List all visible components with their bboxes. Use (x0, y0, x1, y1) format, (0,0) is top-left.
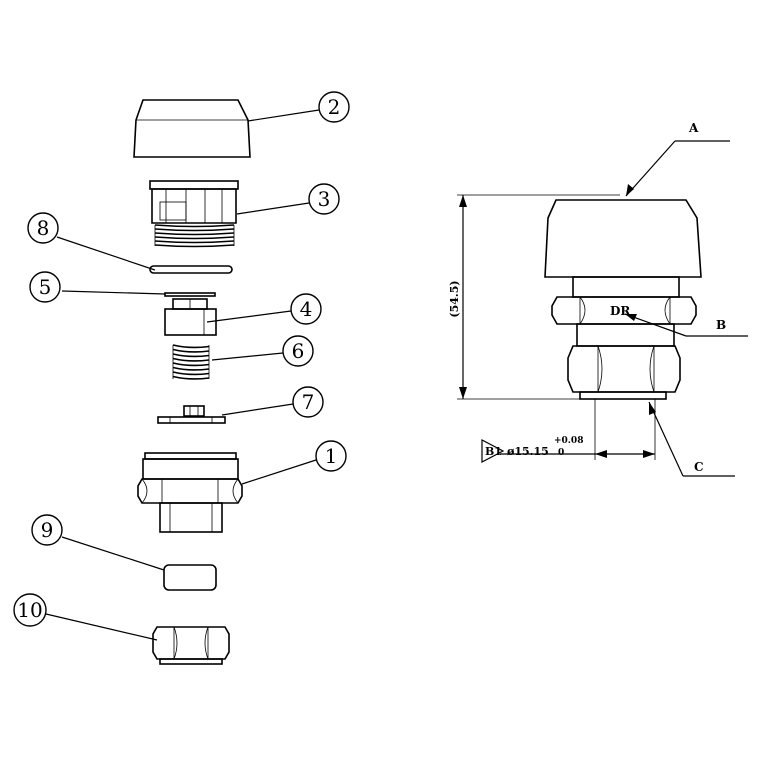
balloon-6-label: 6 (292, 339, 305, 363)
balloon-5-label: 5 (39, 275, 52, 299)
leader-a-label: A (688, 121, 699, 135)
balloon-2-label: 2 (328, 95, 341, 119)
part-6-spring (172, 344, 210, 380)
part-8-o-ring (149, 265, 233, 274)
balloon-2: 2 (318, 91, 350, 123)
balloon-7-label: 7 (302, 390, 315, 414)
balloon-9: 9 (31, 514, 63, 546)
tolerance-upper: +0.08 (554, 436, 583, 446)
tolerance-lower: 0 (558, 448, 564, 458)
balloon-4: 4 (290, 293, 322, 325)
diameter-label: ø15.15 (507, 445, 549, 458)
thread-ref-label: B1 (485, 445, 502, 458)
part-2-cap (133, 99, 251, 158)
leader-c-label: C (694, 460, 704, 474)
part-1-hex-housing (137, 452, 243, 533)
part-10-hex-nut (152, 626, 230, 665)
height-dimension: (54.5) (448, 194, 620, 400)
assembled-view (544, 199, 702, 400)
balloon-3-label: 3 (318, 187, 331, 211)
balloon-10: 10 (13, 593, 47, 627)
balloon-leaders (45, 109, 320, 641)
balloon-4-label: 4 (300, 297, 313, 321)
height-dimension-label: (54.5) (448, 280, 461, 317)
balloon-8: 8 (27, 212, 59, 244)
balloon-6: 6 (282, 335, 314, 367)
part-3-threaded-body (149, 180, 239, 248)
balloon-10-label: 10 (17, 598, 42, 622)
balloon-5: 5 (29, 271, 61, 303)
leader-b: DR B (610, 304, 748, 337)
leader-a: A (625, 121, 730, 197)
balloon-1-label: 1 (325, 444, 338, 468)
balloon-7: 7 (292, 386, 324, 418)
part-4-plunger (164, 298, 217, 336)
balloon-3: 3 (308, 183, 340, 215)
part-7-base-plate (157, 405, 226, 424)
balloon-1: 1 (315, 440, 347, 472)
part-3-threads (154, 224, 235, 248)
balloon-8-label: 8 (37, 216, 50, 240)
leader-c: C (648, 401, 735, 477)
balloon-9-label: 9 (41, 518, 54, 542)
part-9-insert (163, 564, 217, 591)
part-5-washer (164, 292, 216, 297)
leader-b-label: B (716, 318, 726, 332)
diameter-dimension: B1 ø15.15 +0.08 0 (481, 399, 656, 463)
